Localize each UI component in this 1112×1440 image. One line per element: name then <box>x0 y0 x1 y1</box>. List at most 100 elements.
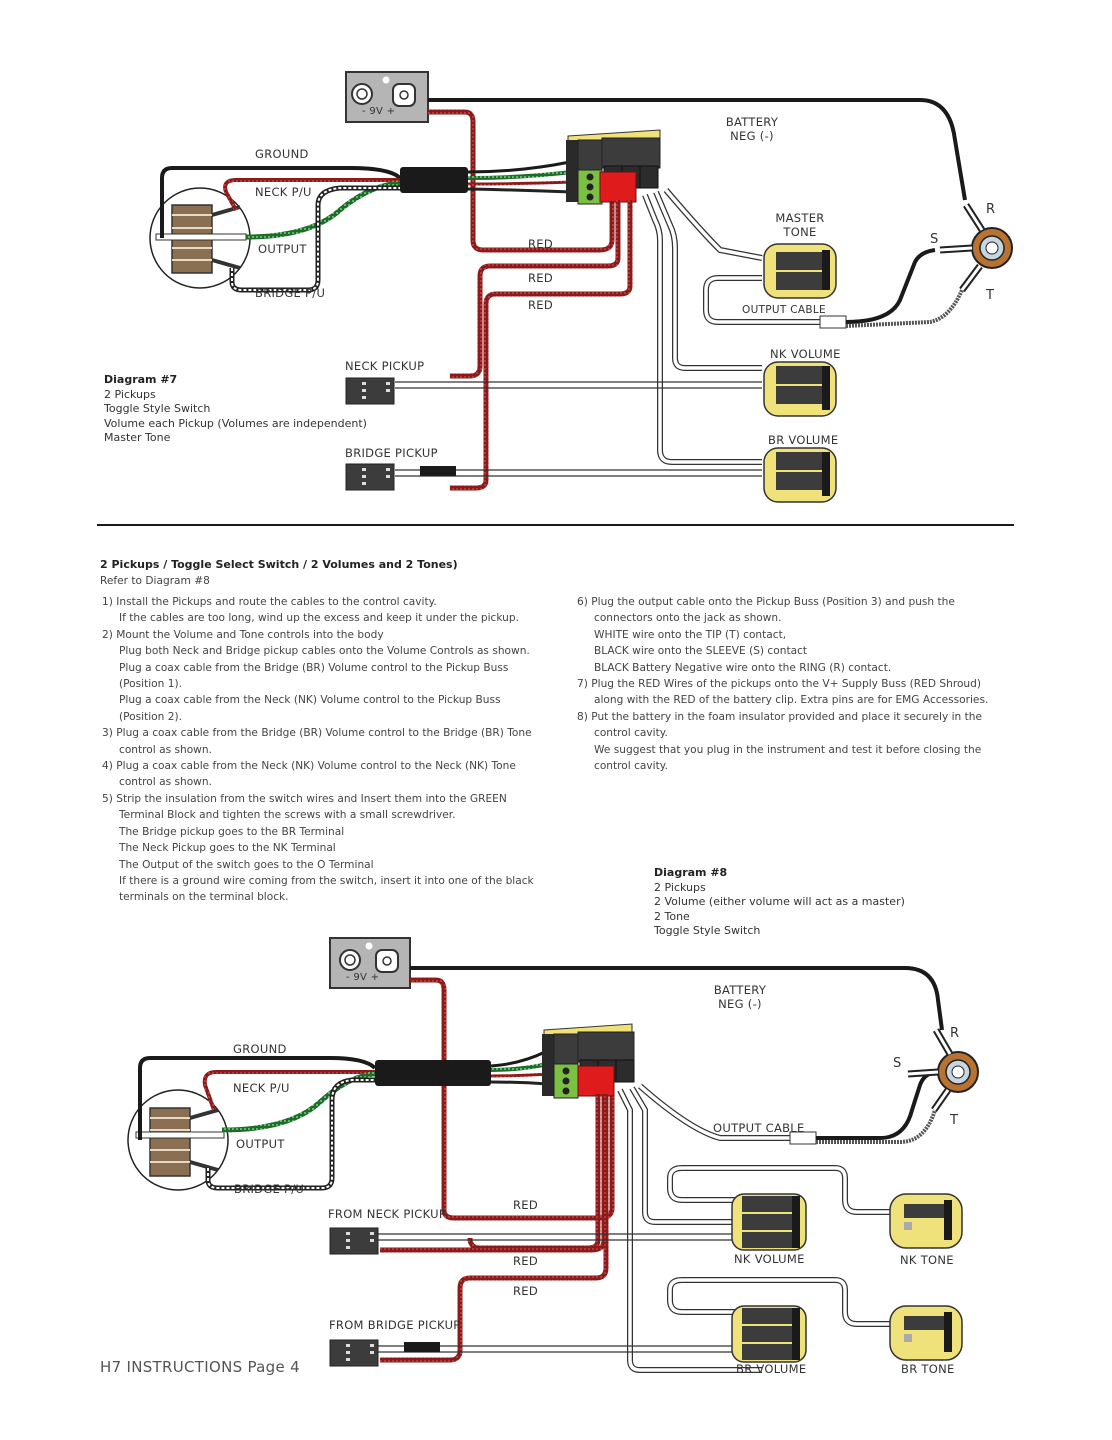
instruction-line: control as shown. <box>119 743 212 756</box>
instruction-line: BLACK wire onto the SLEEVE (S) contact <box>594 645 808 658</box>
master-tone-line-1: MASTER <box>775 211 825 225</box>
battery-clip <box>345 71 429 123</box>
instruction-line: control as shown. <box>119 776 212 789</box>
red-wire-label: RED <box>513 1198 539 1212</box>
nk-volume-pot <box>763 361 837 417</box>
br-volume-label: BR VOLUME <box>768 433 839 447</box>
instruction-line: terminals on the terminal block. <box>119 891 289 904</box>
red-wire-label: RED <box>528 237 554 251</box>
red-wire-label: RED <box>513 1254 539 1268</box>
instructions-right-column: 6) Plug the output cable onto the Pickup… <box>577 594 988 774</box>
description-line: 2 Pickups <box>104 387 156 401</box>
diagram-8-description: Diagram #8 2 Pickups 2 Volume (either vo… <box>654 866 905 939</box>
instruction-line: Terminal Block and tighten the screws wi… <box>119 809 456 822</box>
battery-neg-line-2: NEG (-) <box>730 129 774 143</box>
description-line: 2 Volume (either volume will act as a ma… <box>654 895 905 909</box>
neck-pu-wire <box>223 178 400 211</box>
instruction-line: 2) Mount the Volume and Tone controls in… <box>102 628 384 641</box>
neck-pickup-connector <box>345 377 395 405</box>
description-line: Toggle Style Switch <box>654 924 761 938</box>
nk-tone-pot <box>889 1193 963 1249</box>
instruction-line: 1) Install the Pickups and route the cab… <box>102 596 437 608</box>
neck-pickup-connector <box>329 1227 379 1255</box>
battery-clip <box>329 937 411 989</box>
page-footer: H7 INSTRUCTIONS Page 4 <box>100 1358 300 1376</box>
battery-negative-wire <box>410 966 944 1031</box>
battery-neg-label: BATTERY NEG (-) <box>708 983 772 1011</box>
output-label: OUTPUT <box>258 242 307 256</box>
instruction-line: If the cables are too long, wind up the … <box>119 612 519 625</box>
instruction-line: The Output of the switch goes to the O T… <box>119 858 374 871</box>
master-tone-line-2: TONE <box>783 225 817 239</box>
instruction-line: BLACK Battery Negative wire onto the RIN… <box>594 661 892 674</box>
red-wire-label: RED <box>528 271 554 285</box>
jack-sleeve-label: S <box>893 1056 902 1071</box>
jack-tip-label: T <box>986 288 995 303</box>
instruction-line: Plug both Neck and Bridge pickup cables … <box>119 645 530 658</box>
description-line: Master Tone <box>104 431 171 445</box>
heat-shrink <box>375 1060 491 1086</box>
instruction-line: The Bridge pickup goes to the BR Termina… <box>119 825 345 838</box>
output-jack <box>939 203 1013 293</box>
instruction-line: 6) Plug the output cable onto the Pickup… <box>577 596 955 608</box>
output-cable-label: OUTPUT CABLE <box>742 304 826 316</box>
instruction-line: connectors onto the jack as shown. <box>594 612 782 625</box>
br-tone-label: BR TONE <box>901 1362 955 1376</box>
instruction-line: The Neck Pickup goes to the NK Terminal <box>119 842 336 855</box>
master-tone-pot <box>763 243 837 299</box>
toggle-switch <box>127 1089 229 1191</box>
jack-tip-label: T <box>950 1113 959 1128</box>
instructions-left-column: 1) Install the Pickups and route the cab… <box>102 594 534 906</box>
description-line: Volume each Pickup (Volumes are independ… <box>104 416 367 430</box>
instruction-line: If there is a ground wire coming from th… <box>119 874 534 887</box>
pickup-buss <box>566 129 661 205</box>
neck-pickup-label: NECK PICKUP <box>345 359 425 373</box>
instruction-line: We suggest that you plug in the instrume… <box>594 743 982 756</box>
diagram-7-description: Diagram #7 2 Pickups Toggle Style Switch… <box>104 373 367 446</box>
bridge-pickup-connector <box>329 1339 379 1367</box>
instruction-line: 8) Put the battery in the foam insulator… <box>577 710 983 723</box>
instructions-subheading: Refer to Diagram #8 <box>100 575 210 588</box>
description-line: Toggle Style Switch <box>104 402 211 416</box>
instruction-line: 3) Plug a coax cable from the Bridge (BR… <box>102 727 532 740</box>
battery-neg-line-1: BATTERY <box>725 115 779 129</box>
instruction-line: 7) Plug the RED Wires of the pickups ont… <box>577 678 982 691</box>
instruction-line: along with the RED of the battery clip. … <box>594 694 989 707</box>
master-tone-label: MASTER TONE <box>768 211 832 239</box>
battery-negative-wire <box>428 98 967 201</box>
description-line: 2 Tone <box>654 909 690 923</box>
toggle-switch <box>149 187 251 289</box>
diagram-7-title: Diagram #7 <box>104 373 178 386</box>
diagram-8-title: Diagram #8 <box>654 866 728 879</box>
jack-ring-label: R <box>950 1026 960 1041</box>
nk-volume-label: NK VOLUME <box>770 347 841 361</box>
instruction-line: control cavity. <box>594 727 668 740</box>
jack-sleeve-label: S <box>930 232 939 247</box>
output-jack <box>907 1028 979 1113</box>
battery-neg-line-1: BATTERY <box>713 983 767 997</box>
br-volume-pot <box>763 447 837 503</box>
battery-neg-label: BATTERY NEG (-) <box>720 115 784 143</box>
battery-label: - 9V + <box>362 106 396 117</box>
output-cable-label: OUTPUT CABLE <box>713 1121 805 1135</box>
pickup-buss <box>542 1023 635 1099</box>
ground-label: GROUND <box>233 1042 287 1056</box>
neck-pu-label: NECK P/U <box>255 185 312 199</box>
bridge-pu-label: BRIDGE P/U <box>255 286 326 300</box>
instructions-header: 2 Pickups / Toggle Select Switch / 2 Vol… <box>100 557 458 590</box>
from-bridge-pickup-label: FROM BRIDGE PICKUP <box>329 1318 461 1332</box>
battery-neg-line-2: NEG (-) <box>718 997 762 1011</box>
instructions-heading: 2 Pickups / Toggle Select Switch / 2 Vol… <box>100 558 458 571</box>
red-wire-label: RED <box>528 298 554 312</box>
jack-ring-label: R <box>986 202 996 217</box>
nk-volume-pot <box>731 1193 807 1251</box>
br-tone-pot <box>889 1305 963 1361</box>
battery-positive-wire <box>428 109 615 253</box>
nk-volume-label: NK VOLUME <box>734 1252 805 1266</box>
instruction-line: (Position 1). <box>119 678 182 691</box>
instruction-line: (Position 2). <box>119 710 182 723</box>
diagram-7-graphics <box>149 71 1013 503</box>
neck-pu-label: NECK P/U <box>233 1081 290 1095</box>
instruction-line: 5) Strip the insulation from the switch … <box>102 792 507 805</box>
instruction-line: Plug a coax cable from the Bridge (BR) V… <box>119 661 509 674</box>
